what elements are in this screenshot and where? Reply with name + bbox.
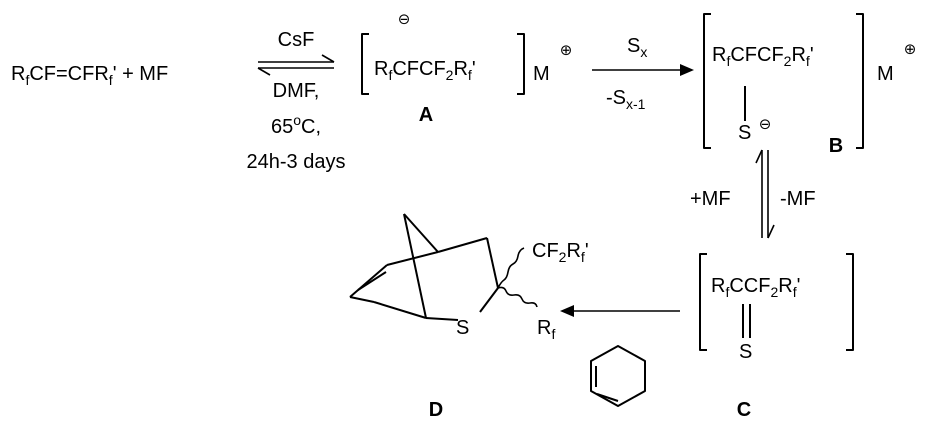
intermediate-a-formula: RfCFCF2Rf' xyxy=(374,58,476,83)
step1-reagent: CsF xyxy=(278,29,315,51)
c-quaternary-bond xyxy=(486,237,499,289)
intermediate-b-counter-ion: M xyxy=(877,63,894,85)
intermediate-a-counter-ion: M xyxy=(533,63,550,85)
label-b: B xyxy=(829,135,843,157)
product-d-substituent-1: CF2Rf' xyxy=(532,240,589,265)
intermediate-b-anion-charge: ⊖ xyxy=(759,116,772,133)
step1-solvent: DMF, xyxy=(273,80,320,102)
intermediate-b: RfCFCF2Rf' S ⊖ M ⊕ B xyxy=(703,13,917,157)
equilibrium-right: -MF xyxy=(780,188,816,210)
equilibrium-arrow-step1 xyxy=(257,54,335,76)
arrow-c-to-d xyxy=(560,305,680,317)
intermediate-b-sulfur: S xyxy=(738,122,751,144)
c-s-bond xyxy=(479,287,499,313)
intermediate-c: RfCCF2Rf' S C xyxy=(699,253,854,421)
cyclohexadiene-reagent xyxy=(590,345,646,407)
label-a: A xyxy=(419,104,433,126)
ring-left-lower xyxy=(373,301,427,319)
label-d: D xyxy=(429,399,443,421)
step1-temperature: 65oC, xyxy=(271,112,321,138)
equilibrium-left: +MF xyxy=(690,188,731,210)
arrow-step2 xyxy=(592,64,694,76)
ring-left xyxy=(349,296,375,303)
intermediate-a-cation-charge: ⊕ xyxy=(560,42,573,59)
product-d-sulfur: S xyxy=(456,317,469,339)
bridge-top xyxy=(403,213,439,253)
wavy-bond-lower xyxy=(497,286,538,308)
intermediate-a: RfCFCF2Rf' ⊖ M ⊕ A xyxy=(361,11,573,126)
intermediate-c-formula: RfCCF2Rf' xyxy=(711,275,800,300)
s-c-bond xyxy=(425,317,459,321)
intermediate-b-cation-charge: ⊕ xyxy=(904,41,917,58)
product-d: S CF2Rf' Rf D xyxy=(349,213,589,421)
intermediate-a-anion-charge: ⊖ xyxy=(398,11,411,28)
equilibrium-arrow-b-c xyxy=(755,149,775,239)
product-d-substituent-2: Rf xyxy=(537,317,555,342)
step2-byproduct: -Sx-1 xyxy=(606,87,646,112)
step1-time: 24h-3 days xyxy=(247,151,346,173)
wavy-bond-upper xyxy=(497,247,525,289)
alkene-second-bond xyxy=(357,271,387,291)
reactant-formula: RfCF=CFRf' + MF xyxy=(11,63,168,88)
ring-upper xyxy=(386,251,439,266)
bridge-back xyxy=(403,213,427,319)
label-c: C xyxy=(737,399,751,421)
c-bond-upper xyxy=(437,237,488,253)
intermediate-c-sulfur: S xyxy=(739,341,752,363)
alkene-bond xyxy=(349,264,388,298)
step2-reagent: Sx xyxy=(627,35,647,60)
intermediate-b-formula: RfCFCF2Rf' xyxy=(712,44,814,69)
